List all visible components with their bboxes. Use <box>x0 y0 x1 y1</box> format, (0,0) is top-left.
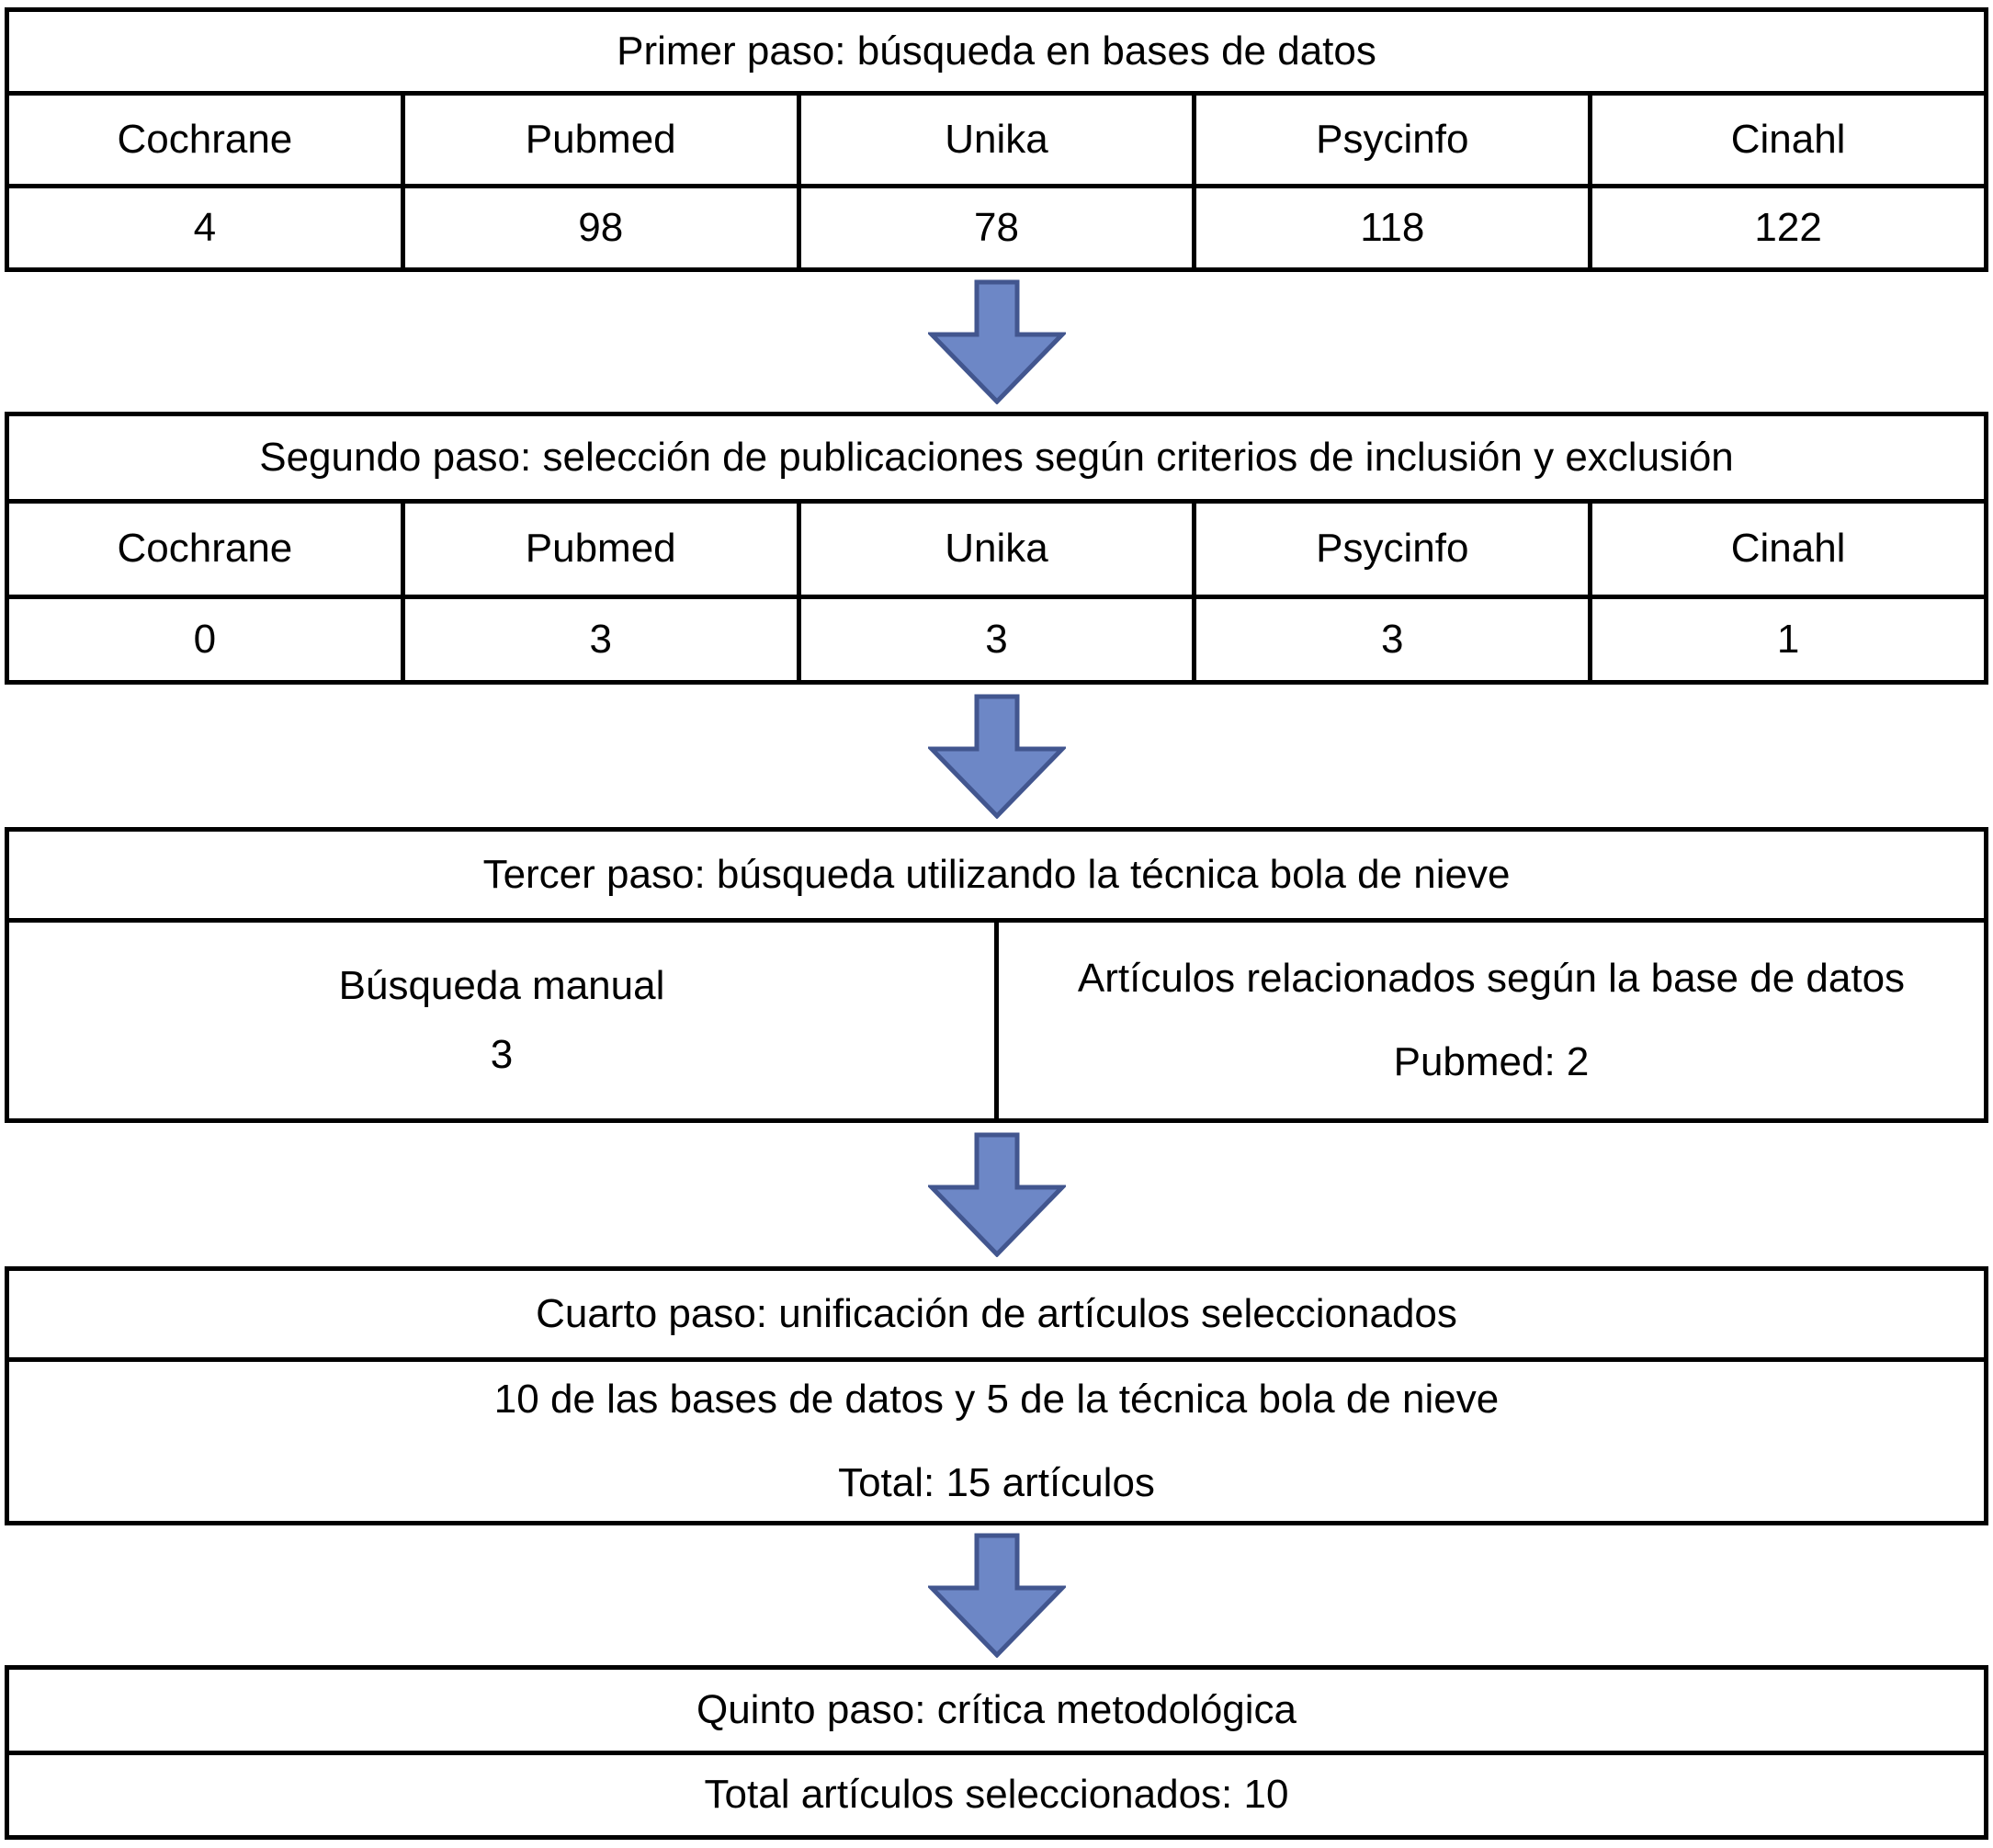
step1-value-cochrane: 4 <box>193 204 217 250</box>
step2-header-pubmed: Pubmed <box>400 504 797 595</box>
arrow-zone-3 <box>5 1123 1988 1266</box>
step1-header-unika: Unika <box>796 96 1193 184</box>
step1-header-cinahl: Cinahl <box>1588 96 1984 184</box>
arrow-zone-1 <box>5 272 1988 412</box>
step1-value-psycinfo: 118 <box>1192 188 1588 267</box>
step4-content-row: 10 de las bases de datos y 5 de la técni… <box>9 1357 1984 1521</box>
related-articles-label: Artículos relacionados según la base de … <box>1077 956 1906 1002</box>
down-arrow-icon <box>927 1132 1066 1257</box>
down-arrow-icon <box>927 1533 1066 1658</box>
arrow-zone-4 <box>5 1525 1988 1665</box>
step2-header-cochrane: Cochrane <box>117 526 293 572</box>
step3-table: Tercer paso: búsqueda utilizando la técn… <box>5 827 1988 1123</box>
step3-content-row: Búsqueda manual 3 Artículos relacionados… <box>9 918 1984 1118</box>
final-total: Total artículos seleccionados: 10 <box>704 1772 1289 1818</box>
step2-value-unika: 3 <box>796 599 1193 680</box>
step2-header-unika: Unika <box>796 504 1193 595</box>
step2-title: Segundo paso: selección de publicaciones… <box>259 434 1734 480</box>
step2-value-psycinfo: 3 <box>1192 599 1588 680</box>
step2-value-pubmed: 3 <box>400 599 797 680</box>
step5-table: Quinto paso: crítica metodológica Total … <box>5 1665 1988 1840</box>
arrow-zone-2 <box>5 685 1988 827</box>
step2-header-row: Cochrane Pubmed Unika Psycinfo Cinahl <box>9 499 1984 595</box>
step4-summary-cell: 10 de las bases de datos y 5 de la técni… <box>9 1362 1984 1521</box>
step3-related-articles-cell: Artículos relacionados según la base de … <box>994 923 1984 1118</box>
step1-value-pubmed: 98 <box>400 188 797 267</box>
down-arrow-icon <box>927 279 1066 404</box>
step4-title: Cuarto paso: unificación de artículos se… <box>536 1290 1457 1336</box>
step5-content-row: Total artículos seleccionados: 10 <box>9 1751 1984 1835</box>
step1-header-pubmed: Pubmed <box>400 96 797 184</box>
step1-header-psycinfo: Psycinfo <box>1192 96 1588 184</box>
step5-total-cell: Total artículos seleccionados: 10 <box>9 1755 1984 1835</box>
step1-header-row: Cochrane Pubmed Unika Psycinfo Cinahl <box>9 91 1984 184</box>
step2-value-cinahl: 1 <box>1588 599 1984 680</box>
step1-header-cochrane: Cochrane <box>117 116 293 162</box>
unification-summary: 10 de las bases de datos y 5 de la técni… <box>493 1377 1500 1423</box>
step2-table: Segundo paso: selección de publicaciones… <box>5 412 1988 685</box>
step1-table: Primer paso: búsqueda en bases de datos … <box>5 7 1988 272</box>
step1-value-unika: 78 <box>796 188 1193 267</box>
step1-title: Primer paso: búsqueda en bases de datos <box>617 28 1376 74</box>
related-articles-count: Pubmed: 2 <box>1393 1038 1590 1084</box>
unification-total: Total: 15 artículos <box>838 1459 1155 1505</box>
step3-title: Tercer paso: búsqueda utilizando la técn… <box>482 851 1511 897</box>
down-arrow-icon <box>927 694 1066 819</box>
step1-values-row: 4 98 78 118 122 <box>9 184 1984 267</box>
step2-header-psycinfo: Psycinfo <box>1192 504 1588 595</box>
step1-value-cinahl: 122 <box>1588 188 1984 267</box>
step4-table: Cuarto paso: unificación de artículos se… <box>5 1266 1988 1525</box>
step2-values-row: 0 3 3 3 1 <box>9 595 1984 680</box>
manual-search-label: Búsqueda manual <box>338 963 665 1009</box>
step2-header-cinahl: Cinahl <box>1588 504 1984 595</box>
step3-manual-search-cell: Búsqueda manual 3 <box>9 923 994 1118</box>
manual-search-count: 3 <box>490 1031 514 1077</box>
step5-title: Quinto paso: crítica metodológica <box>696 1686 1297 1732</box>
step2-value-cochrane: 0 <box>193 616 217 662</box>
